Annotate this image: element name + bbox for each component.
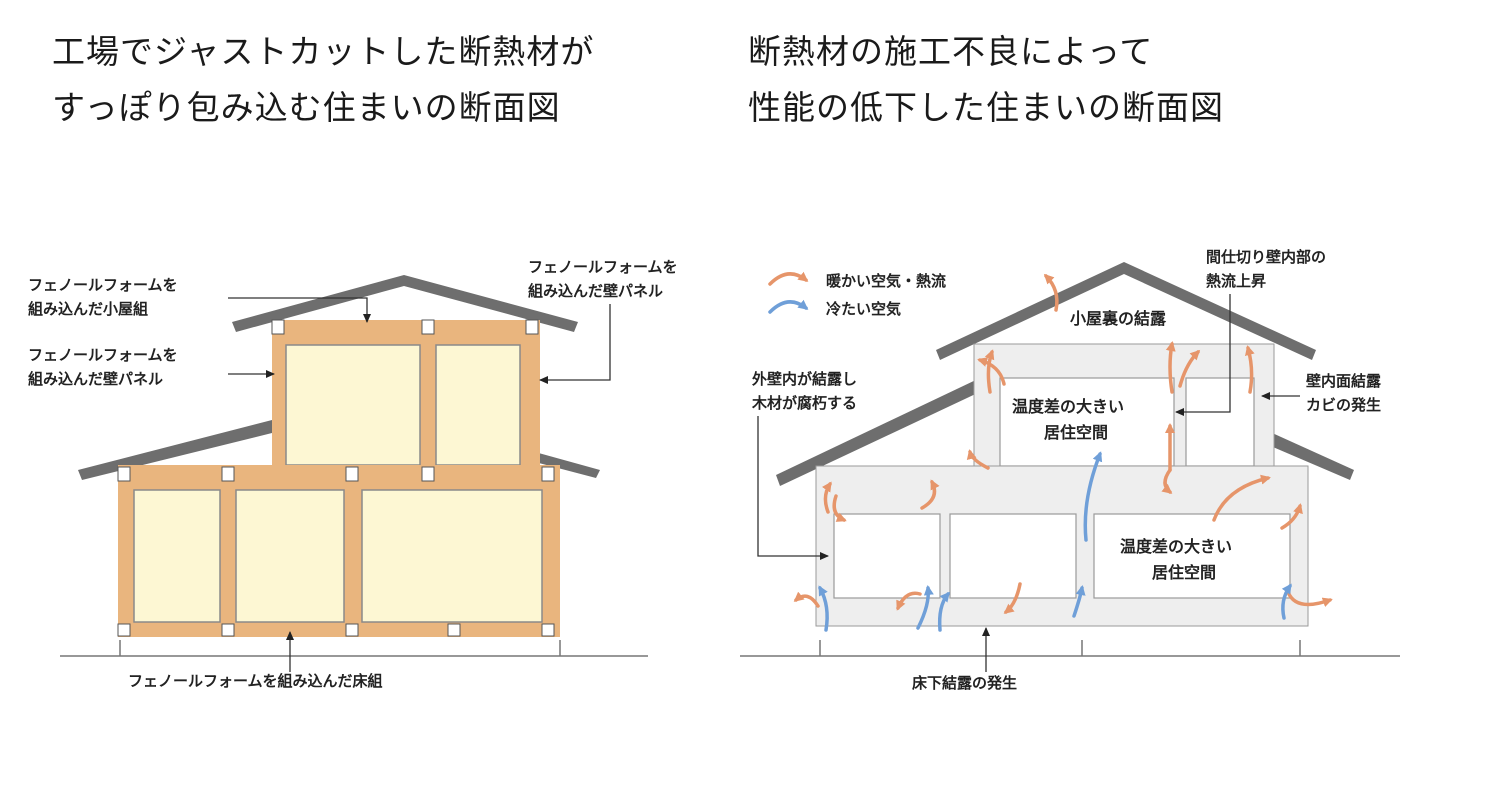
legend-cool-arrow [768,299,809,314]
warm-arrow [984,349,995,394]
stud [221,623,235,637]
stud [271,319,285,335]
stud [447,623,461,637]
warm-arrow [793,591,820,608]
lower-roof-right [1266,432,1354,480]
leader-roof [228,297,371,323]
label-roof-line2: 組み込んだ小屋組 [28,300,148,318]
cool-arrow [1072,585,1086,618]
lower-room-1 [133,489,221,623]
label-wall-left-line1: フェノールフォームを [28,346,178,364]
stud [541,623,555,637]
right-heading-line1: 断熱材の施工不良によって [748,32,1154,71]
warm-arrow [821,481,832,514]
label-underfloor: 床下結露の発生 [912,674,1017,692]
warm-arrow [966,449,990,470]
upper-room [999,377,1175,467]
upper-room-side [1185,377,1255,467]
right-house-diagram: 暖かい空気・熱流 冷たい空気 小屋裏の結露 間仕切り壁内部の 熱流上昇 [740,248,1400,692]
label-wall-right-line2: 組み込んだ壁パネル [528,282,663,300]
warm-arrow [920,479,940,510]
right-heading: 断熱材の施工不良によって 性能の低下した住まいの断面図 [748,24,1224,136]
cool-arrow [916,585,934,630]
warm-arrow [1245,345,1255,394]
label-inner-wall-line2: カビの発生 [1306,396,1381,414]
lower-room-2 [235,489,345,623]
upper-roof [232,275,578,332]
label-upper-room-line2: 居住空間 [1044,423,1108,442]
label-outer-wall-line1: 外壁内が結露し [751,370,857,388]
label-roof-line1: フェノールフォームを [28,276,178,294]
upper-room-right [435,344,521,466]
leader-wall-right [539,304,611,384]
left-heading: 工場でジャストカットした断熱材が すっぽり包み込む住まいの断面図 [52,24,594,136]
label-floor: フェノールフォームを組み込んだ床組 [128,672,383,690]
warm-arrow [1212,474,1271,522]
upper-room-left [285,344,421,466]
stud [421,319,435,335]
lower-room-3 [1093,513,1291,599]
stud [117,466,131,482]
warm-arrow [1280,503,1303,530]
warm-arrow [977,357,1006,386]
label-partition-line1: 間仕切り壁内部の [1206,248,1326,266]
legend-warm-label: 暖かい空気・熱流 [826,272,946,290]
label-lower-room-line1: 温度差の大きい [1119,537,1232,556]
stud [117,623,131,637]
lower-room-3 [361,489,543,623]
cool-arrow [1083,451,1103,542]
label-wall-left-line2: 組み込んだ壁パネル [28,370,163,388]
lower-roof-left [776,378,984,486]
warm-arrow [1161,468,1173,494]
label-wall-right-line1: フェノールフォームを [528,258,678,276]
warm-arrow [896,591,922,611]
leader-outer-wall [757,416,829,560]
stud [221,466,235,482]
left-house-diagram: フェノールフォームを 組み込んだ小屋組 フェノールフォームを 組み込んだ壁パネル… [28,258,678,690]
stud [421,466,435,482]
warm-arrow [1003,582,1022,614]
label-inner-wall-line1: 壁内面結露 [1306,372,1382,390]
lower-room-1 [833,513,941,599]
label-attic: 小屋裏の結露 [1070,309,1167,328]
lower-roof-right [535,452,600,478]
label-upper-room-line1: 温度差の大きい [1011,397,1124,416]
warm-arrow [1286,590,1333,608]
cool-arrow [818,585,829,632]
foundation [119,640,561,656]
legend-warm-arrow [768,271,809,286]
warm-arrow [832,494,847,522]
legend-cool-label: 冷たい空気 [826,300,901,318]
warm-arrow [1178,349,1201,388]
stud [345,466,359,482]
warm-arrow [1165,341,1176,394]
leader-partition [1175,294,1231,416]
foundation [819,640,1301,656]
stud [345,623,359,637]
label-partition-line2: 熱流上昇 [1206,272,1266,290]
stud [525,319,539,335]
right-heading-line2: 性能の低下した住まいの断面図 [748,88,1224,127]
lower-room-2 [949,513,1077,599]
cool-arrow [937,591,950,632]
label-lower-room-line2: 居住空間 [1152,563,1216,582]
warm-arrow [1043,273,1059,312]
cool-arrow [1281,583,1292,620]
left-heading-line2: すっぽり包み込む住まいの断面図 [52,88,561,127]
stud [541,466,555,482]
label-outer-wall-line2: 木材が腐朽する [751,394,857,412]
left-heading-line1: 工場でジャストカットした断熱材が [52,32,595,71]
